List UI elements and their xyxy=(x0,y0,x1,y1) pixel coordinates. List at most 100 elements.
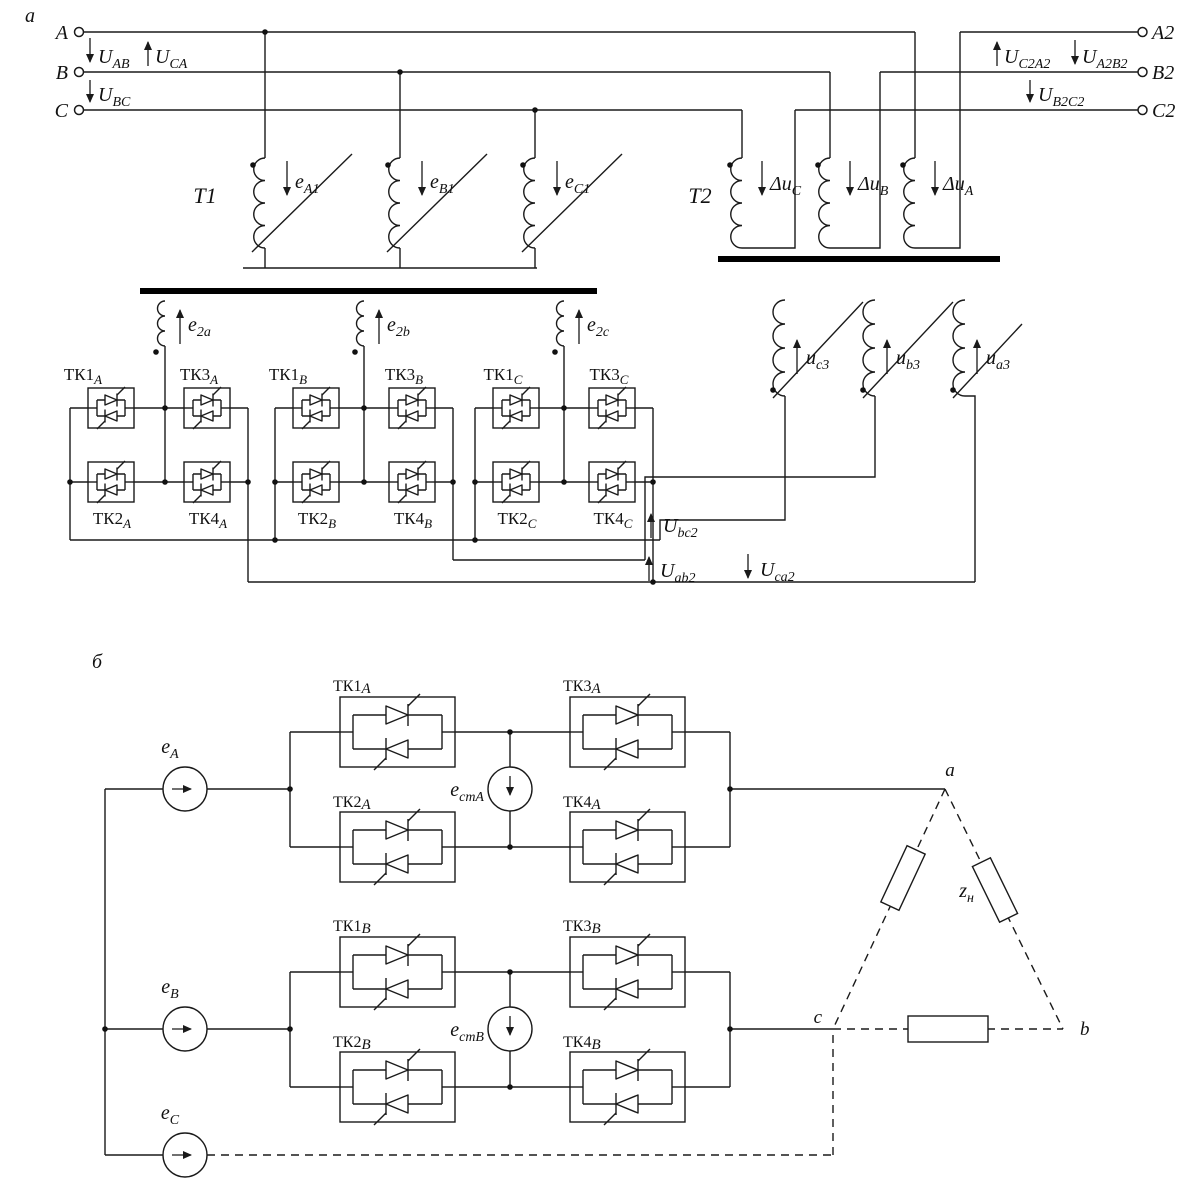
tk-group-c-wiring xyxy=(474,407,654,582)
tk3c-label: ТК3С xyxy=(590,365,629,387)
load-impedance-left xyxy=(879,844,927,912)
u-bc2-label: Ubc2 xyxy=(663,515,698,541)
terminal-a-circle xyxy=(73,26,85,38)
terminal-b2-label: B2 xyxy=(1152,62,1174,84)
tk4b-label: ТК4В xyxy=(394,509,432,531)
u-b2c2-label: UB2C2 xyxy=(1038,84,1084,110)
terminal-c-circle xyxy=(73,104,85,116)
e-b1-label: eB1 xyxy=(430,171,454,197)
est-a-label: eстA xyxy=(450,779,484,805)
tk4b-box-big xyxy=(570,1049,685,1125)
bridge-a-wiring xyxy=(207,729,945,850)
e2b-label: e2b xyxy=(387,314,410,340)
uc3-label: uc3 xyxy=(806,347,829,373)
tk3b-label: ТК3В xyxy=(385,365,423,387)
uc3-coil xyxy=(772,299,786,397)
u-ca-label: UCA xyxy=(155,46,188,72)
e2b-coil xyxy=(355,300,365,347)
tk1a-box-big xyxy=(340,694,455,770)
panel-a-label: а xyxy=(25,5,35,27)
terminal-c2-label: C2 xyxy=(1152,100,1175,122)
est-b-label: eстB xyxy=(450,1019,484,1045)
tk2a-box-big xyxy=(340,809,455,885)
input-voltage-annotations: UAB UCA UBC xyxy=(86,38,188,110)
tk4a-box-big xyxy=(570,809,685,885)
terminal-c2-circle xyxy=(1137,104,1148,116)
terminal-b-circle xyxy=(73,66,85,78)
tk3b-b-label: ТК3В xyxy=(563,918,601,937)
load-impedance-bottom xyxy=(907,1015,989,1043)
t2-secondary-windings: uc3 ub3 ua3 xyxy=(770,299,1023,399)
z-load-label: zн xyxy=(958,880,974,906)
eb-source xyxy=(163,1007,207,1051)
terminal-c-label: C xyxy=(55,100,69,122)
tk-group-a-wiring xyxy=(69,407,249,582)
t2-label: T2 xyxy=(688,183,711,208)
converter-output-buses xyxy=(67,395,976,585)
e2c-coil xyxy=(555,300,565,347)
e-a1-label: eA1 xyxy=(295,171,319,197)
tk2a-box-small xyxy=(88,461,134,503)
tk1a-label: ТК1А xyxy=(64,365,102,387)
est-b-source xyxy=(488,1007,532,1051)
delta-load: zн a b c xyxy=(814,760,1090,1043)
tk4a-label: ТК4А xyxy=(189,509,227,531)
du-a-label: ΔuA xyxy=(942,173,974,199)
output-voltage-annotations: UC2A2 UA2B2 UB2C2 xyxy=(993,40,1128,110)
terminal-a2-circle xyxy=(1137,26,1148,38)
ua3-label: ua3 xyxy=(986,347,1010,373)
t2-coil-dub xyxy=(818,157,831,249)
phase-c-dashed-return xyxy=(207,1029,834,1156)
ub3-coil xyxy=(862,299,876,397)
t1-coil-c xyxy=(523,157,536,249)
t2-coil-dua xyxy=(903,157,916,249)
tk1c-box-small xyxy=(493,387,539,429)
u-ab-label: UAB xyxy=(98,46,130,72)
t1-coil-a xyxy=(253,157,266,249)
du-c-label: ΔuC xyxy=(769,173,802,199)
tk2b-b-label: ТК2В xyxy=(333,1034,371,1053)
tk1b-box-big xyxy=(340,934,455,1010)
tk2c-box-small xyxy=(493,461,539,503)
tk3a-box-big xyxy=(570,694,685,770)
ec-source xyxy=(163,1133,207,1177)
tk1b-box-small xyxy=(293,387,339,429)
tk1a-box-small xyxy=(88,387,134,429)
tk4a-b-label: ТК4А xyxy=(563,794,601,813)
est-a-source xyxy=(488,767,532,811)
three-phase-buses xyxy=(84,31,1138,111)
load-voltage-annotations: Ubc2 Uab2 Uca2 xyxy=(645,513,795,586)
tk2b-box-small xyxy=(293,461,339,503)
output-terminals: A2 B2 C2 xyxy=(1137,22,1175,122)
ec-label: eC xyxy=(161,1102,180,1128)
ub3-label: ub3 xyxy=(896,347,920,373)
t1-coil-b xyxy=(388,157,401,249)
tk2b-label: ТК2В xyxy=(298,509,336,531)
ea-label: eA xyxy=(161,736,179,762)
ua3-coil xyxy=(952,299,966,397)
bridge-b-wiring xyxy=(207,969,833,1090)
tk1b-label: ТК1В xyxy=(269,365,307,387)
t1-secondary-windings: e2a e2b e2c xyxy=(153,300,610,408)
tk2c-label: ТК2С xyxy=(498,509,537,531)
u-bc-label: UBC xyxy=(98,84,131,110)
t2-primary-windings: ΔuC ΔuB ΔuA xyxy=(727,32,974,249)
tk3a-label: ТК3А xyxy=(180,365,218,387)
ea-source xyxy=(163,767,207,811)
tk3a-box-small xyxy=(184,387,230,429)
tk4b-box-small xyxy=(389,461,435,503)
t1-primary-windings: eA1 eB1 eC1 xyxy=(243,29,623,269)
tk3a-b-label: ТК3А xyxy=(563,678,601,697)
t2-coil-duc xyxy=(730,157,743,249)
load-impedance-right xyxy=(971,856,1019,924)
u-ca2-label: Uca2 xyxy=(760,559,795,585)
input-terminals: A B C xyxy=(54,22,85,122)
du-b-label: ΔuB xyxy=(857,173,889,199)
tk4b-b-label: ТК4В xyxy=(563,1034,601,1053)
node-b-label: b xyxy=(1080,1019,1090,1040)
panel-b-left-wiring xyxy=(102,788,163,1156)
panel-b-label: б xyxy=(92,651,103,673)
node-c-label: c xyxy=(814,1007,823,1028)
node-a-label: a xyxy=(945,760,955,781)
